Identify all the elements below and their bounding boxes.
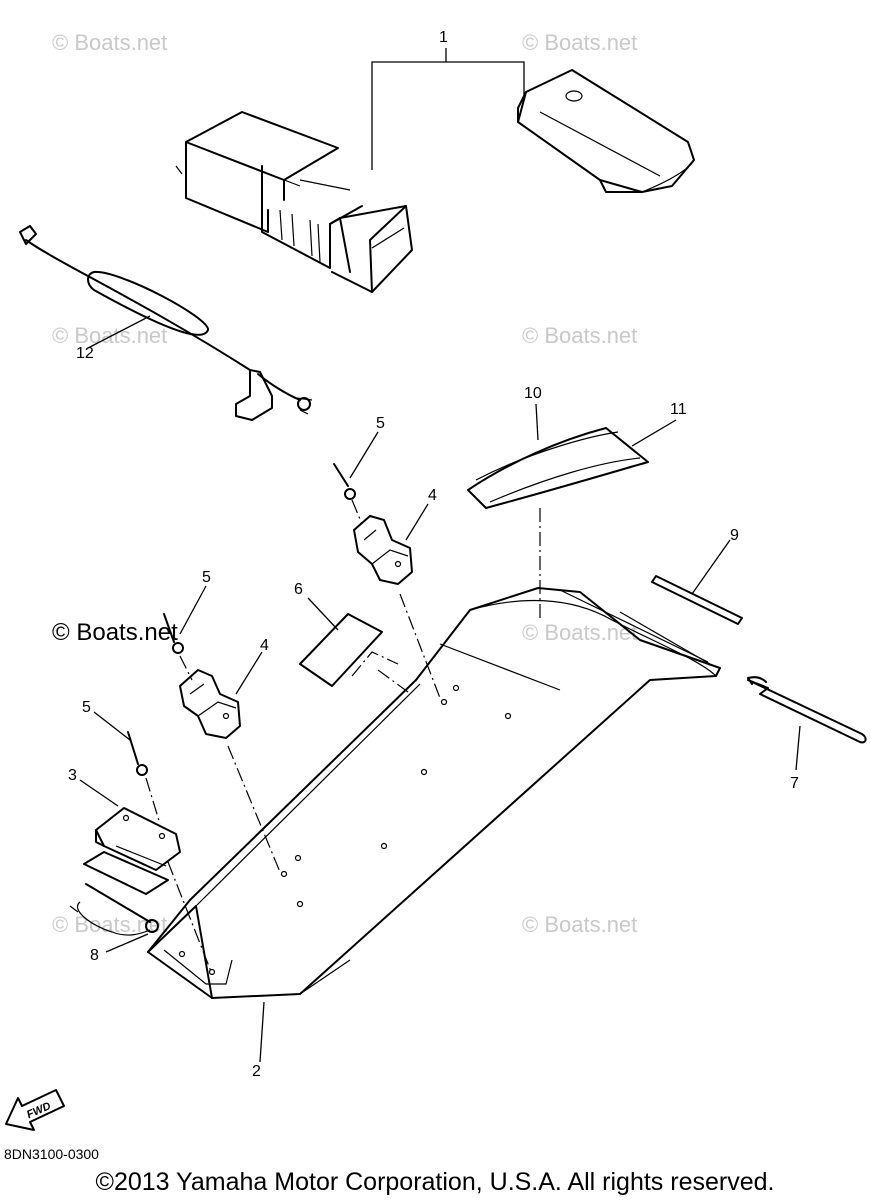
centerline-upper-clamp (399, 593, 441, 699)
watermark-fender-right: © Boats.net (522, 620, 637, 645)
caution-label (299, 613, 383, 687)
tool-kit-roll (175, 111, 413, 293)
leader-part-5-mid (179, 585, 207, 635)
leader-part-9 (691, 539, 731, 595)
callout-part-6: 6 (294, 581, 303, 598)
centerline-lower-clamp (227, 745, 281, 873)
leader-part-4-lower (235, 651, 263, 695)
callout-part-5-lower: 5 (82, 699, 91, 716)
rubber-strip (651, 575, 743, 625)
label-location-mark (351, 651, 409, 693)
copyright-notice: ©2013 Yamaha Motor Corporation, U.S.A. A… (95, 1168, 775, 1196)
callout-part-12: 12 (76, 345, 94, 362)
leader-part-1 (371, 61, 525, 170)
watermark-top-right: © Boats.net (522, 30, 637, 55)
callout-part-4-upper: 4 (428, 487, 437, 504)
leader-part-5-upper (349, 431, 379, 479)
tool-kit-pouch (517, 69, 695, 193)
leader-part-11 (631, 419, 677, 447)
centerline-rivet-mid (179, 655, 193, 681)
callout-part-9: 9 (730, 527, 739, 544)
callout-part-8: 8 (90, 947, 99, 964)
watermark-center-dark: © Boats.net (52, 619, 178, 646)
fwd-arrow-icon: FWD (5, 1089, 65, 1131)
watermark-mid-left: © Boats.net (52, 323, 167, 348)
callout-part-4-lower: 4 (260, 637, 269, 654)
leader-part-12 (87, 315, 151, 349)
leader-part-5-lower (93, 711, 131, 741)
diagram-code: 8DN3100-0300 (4, 1146, 99, 1162)
rivet-lower (127, 731, 148, 776)
leader-part-3 (79, 779, 119, 807)
clamp-bracket-lower (179, 669, 241, 739)
callout-part-5-upper: 5 (376, 415, 385, 432)
leader-part-6 (307, 597, 339, 631)
lanyard-cord (19, 225, 313, 421)
leader-part-7 (795, 725, 801, 771)
callout-part-10: 10 (524, 385, 542, 402)
leader-part-8 (105, 933, 149, 953)
callout-part-3: 3 (68, 767, 77, 784)
leader-part-2 (259, 1001, 265, 1063)
watermark-top-left: © Boats.net (52, 30, 167, 55)
leader-part-4-upper (405, 503, 429, 541)
hinge-pin (69, 883, 159, 936)
centerline-hinge (167, 861, 213, 975)
callout-part-7: 7 (790, 775, 799, 792)
fender-plate (147, 587, 721, 999)
decal-strip (467, 427, 649, 509)
callout-part-2: 2 (252, 1063, 261, 1080)
watermark-lower-left: © Boats.net (52, 912, 167, 937)
watermark-mid-right: © Boats.net (522, 323, 637, 348)
callout-part-11: 11 (670, 401, 687, 418)
hinge-plate (83, 807, 181, 895)
rivet-upper (333, 463, 356, 500)
leader-part-10 (535, 403, 539, 441)
rivet-mid (163, 613, 184, 654)
clamp-bracket-upper (353, 515, 413, 585)
watermark-lower-right: © Boats.net (522, 912, 637, 937)
centerline-rivet-upper (351, 499, 363, 525)
centerline-rivet-lower (145, 777, 161, 825)
callout-part-5-mid: 5 (202, 569, 211, 586)
callout-part-1: 1 (439, 29, 448, 46)
fender-hook (747, 676, 867, 744)
